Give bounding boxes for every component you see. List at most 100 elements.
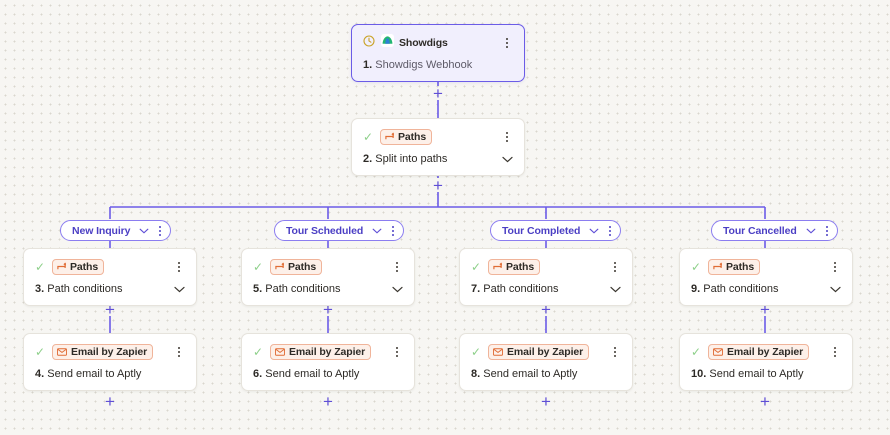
path-conditions-body: 3. Path conditions [35, 282, 185, 296]
email-action-title-text: Send email to Aptly [47, 368, 142, 380]
check-icon: ✓ [691, 259, 702, 274]
path-conditions-step-number: 5. [253, 283, 263, 295]
email-action-title: 4. Send email to Aptly [35, 368, 141, 380]
email-action-title-text: Send email to Aptly [483, 368, 578, 380]
path-conditions-body: 7. Path conditions [471, 282, 621, 296]
email-action-card-3[interactable]: ✓ Email by Zapier 8. Send email to Aptly [459, 333, 633, 391]
email-action-title: 10. Send email to Aptly [691, 368, 804, 380]
paths-step-card[interactable]: ✓ Paths 2. Split into paths [351, 118, 525, 176]
email-action-card-2[interactable]: ✓ Email by Zapier 6. Send email to Aptly [241, 333, 415, 391]
paths-step-title: 2. Split into paths [363, 153, 447, 165]
email-action-body: 10. Send email to Aptly [691, 367, 841, 381]
path-conditions-card-3[interactable]: ✓ Paths 7. Path conditions [459, 248, 633, 306]
paths-app-badge: Paths [488, 258, 541, 275]
email-action-card-1[interactable]: ✓ Email by Zapier 4. Send email to Aptly [23, 333, 197, 391]
add-step-button-after-trigger[interactable]: + [433, 83, 443, 103]
more-vertical-icon[interactable] [829, 345, 841, 359]
add-step-button-branch-1-mid[interactable]: + [105, 299, 115, 319]
path-conditions-body: 5. Path conditions [253, 282, 403, 296]
email-action-step-number: 8. [471, 368, 481, 380]
envelope-icon [275, 343, 285, 361]
email-action-title-text: Send email to Aptly [265, 368, 360, 380]
trigger-card[interactable]: Showdigs 1. Showdigs Webhook [351, 24, 525, 82]
branch-pill-label: New Inquiry [72, 224, 131, 237]
check-icon: ✓ [253, 259, 264, 274]
path-conditions-title: 9. Path conditions [691, 283, 778, 295]
check-icon: ✓ [35, 344, 46, 359]
chevron-down-icon[interactable] [392, 280, 403, 298]
add-step-button-branch-4-mid[interactable]: + [760, 299, 770, 319]
branch-pill-tour-completed[interactable]: Tour Completed [490, 220, 622, 241]
paths-app-name: Paths [726, 260, 755, 273]
branch-pill-new-inquiry[interactable]: New Inquiry [60, 220, 172, 241]
branch-pill-tour-scheduled[interactable]: Tour Scheduled [274, 220, 405, 241]
path-conditions-card-1[interactable]: ✓ Paths 3. Path conditions [23, 248, 197, 306]
more-vertical-icon[interactable] [501, 130, 513, 144]
email-action-step-number: 4. [35, 368, 45, 380]
more-vertical-icon[interactable] [609, 345, 621, 359]
chevron-down-icon[interactable] [372, 228, 382, 234]
more-vertical-icon[interactable] [173, 260, 185, 274]
path-conditions-card-4[interactable]: ✓ Paths 9. Path conditions [679, 248, 853, 306]
more-vertical-icon[interactable] [501, 36, 513, 50]
email-app-badge: Email by Zapier [708, 343, 810, 360]
add-step-button-branch-3-mid[interactable]: + [541, 299, 551, 319]
email-app-name: Email by Zapier [507, 345, 584, 358]
showdigs-logo-icon [381, 33, 394, 52]
chevron-down-icon[interactable] [139, 228, 149, 234]
add-step-button-branch-1-end[interactable]: + [105, 391, 115, 411]
chevron-down-icon[interactable] [830, 280, 841, 298]
add-step-button-branch-2-mid[interactable]: + [323, 299, 333, 319]
chevron-down-icon[interactable] [174, 280, 185, 298]
more-vertical-icon[interactable] [822, 224, 832, 238]
more-vertical-icon[interactable] [173, 345, 185, 359]
paths-icon [385, 128, 395, 146]
email-action-card-4[interactable]: ✓ Email by Zapier 10. Send email to Aptl… [679, 333, 853, 391]
paths-step-number: 2. [363, 153, 373, 165]
chevron-down-icon[interactable] [502, 150, 513, 168]
more-vertical-icon[interactable] [609, 260, 621, 274]
check-icon: ✓ [363, 129, 374, 144]
more-vertical-icon[interactable] [829, 260, 841, 274]
path-conditions-title: 3. Path conditions [35, 283, 122, 295]
path-conditions-title: 7. Path conditions [471, 283, 558, 295]
path-conditions-step-number: 7. [471, 283, 481, 295]
more-vertical-icon[interactable] [155, 224, 165, 238]
trigger-card-body: 1. Showdigs Webhook [363, 58, 513, 72]
chevron-down-icon[interactable] [610, 280, 621, 298]
email-app-name: Email by Zapier [289, 345, 366, 358]
path-conditions-title-text: Path conditions [703, 283, 779, 295]
more-vertical-icon[interactable] [391, 260, 403, 274]
trigger-title: 1. Showdigs Webhook [363, 59, 472, 71]
add-step-button-branch-2-end[interactable]: + [323, 391, 333, 411]
email-action-step-number: 10. [691, 368, 707, 380]
branch-pill-tour-cancelled[interactable]: Tour Cancelled [711, 220, 838, 241]
email-app-badge: Email by Zapier [488, 343, 590, 360]
check-icon: ✓ [471, 259, 482, 274]
trigger-app-badge: Showdigs [381, 33, 448, 52]
add-step-button-after-paths[interactable]: + [433, 175, 443, 195]
add-step-button-branch-4-end[interactable]: + [760, 391, 770, 411]
path-conditions-header: ✓ Paths [35, 258, 185, 275]
branch-pill-label: Tour Cancelled [723, 224, 797, 237]
paths-app-name: Paths [70, 260, 99, 273]
path-conditions-body: 9. Path conditions [691, 282, 841, 296]
paths-app-name: Paths [398, 130, 427, 143]
chevron-down-icon[interactable] [589, 228, 599, 234]
paths-app-badge: Paths [708, 258, 761, 275]
paths-app-name: Paths [288, 260, 317, 273]
chevron-down-icon[interactable] [806, 228, 816, 234]
more-vertical-icon[interactable] [391, 345, 403, 359]
more-vertical-icon[interactable] [388, 224, 398, 238]
add-step-button-branch-3-end[interactable]: + [541, 391, 551, 411]
path-conditions-title-text: Path conditions [483, 283, 559, 295]
clock-icon [363, 34, 375, 52]
check-icon: ✓ [471, 344, 482, 359]
email-action-header: ✓ Email by Zapier [35, 343, 185, 360]
path-conditions-card-2[interactable]: ✓ Paths 5. Path conditions [241, 248, 415, 306]
more-vertical-icon[interactable] [605, 224, 615, 238]
email-app-name: Email by Zapier [727, 345, 804, 358]
check-icon: ✓ [691, 344, 702, 359]
email-action-header: ✓ Email by Zapier [471, 343, 621, 360]
